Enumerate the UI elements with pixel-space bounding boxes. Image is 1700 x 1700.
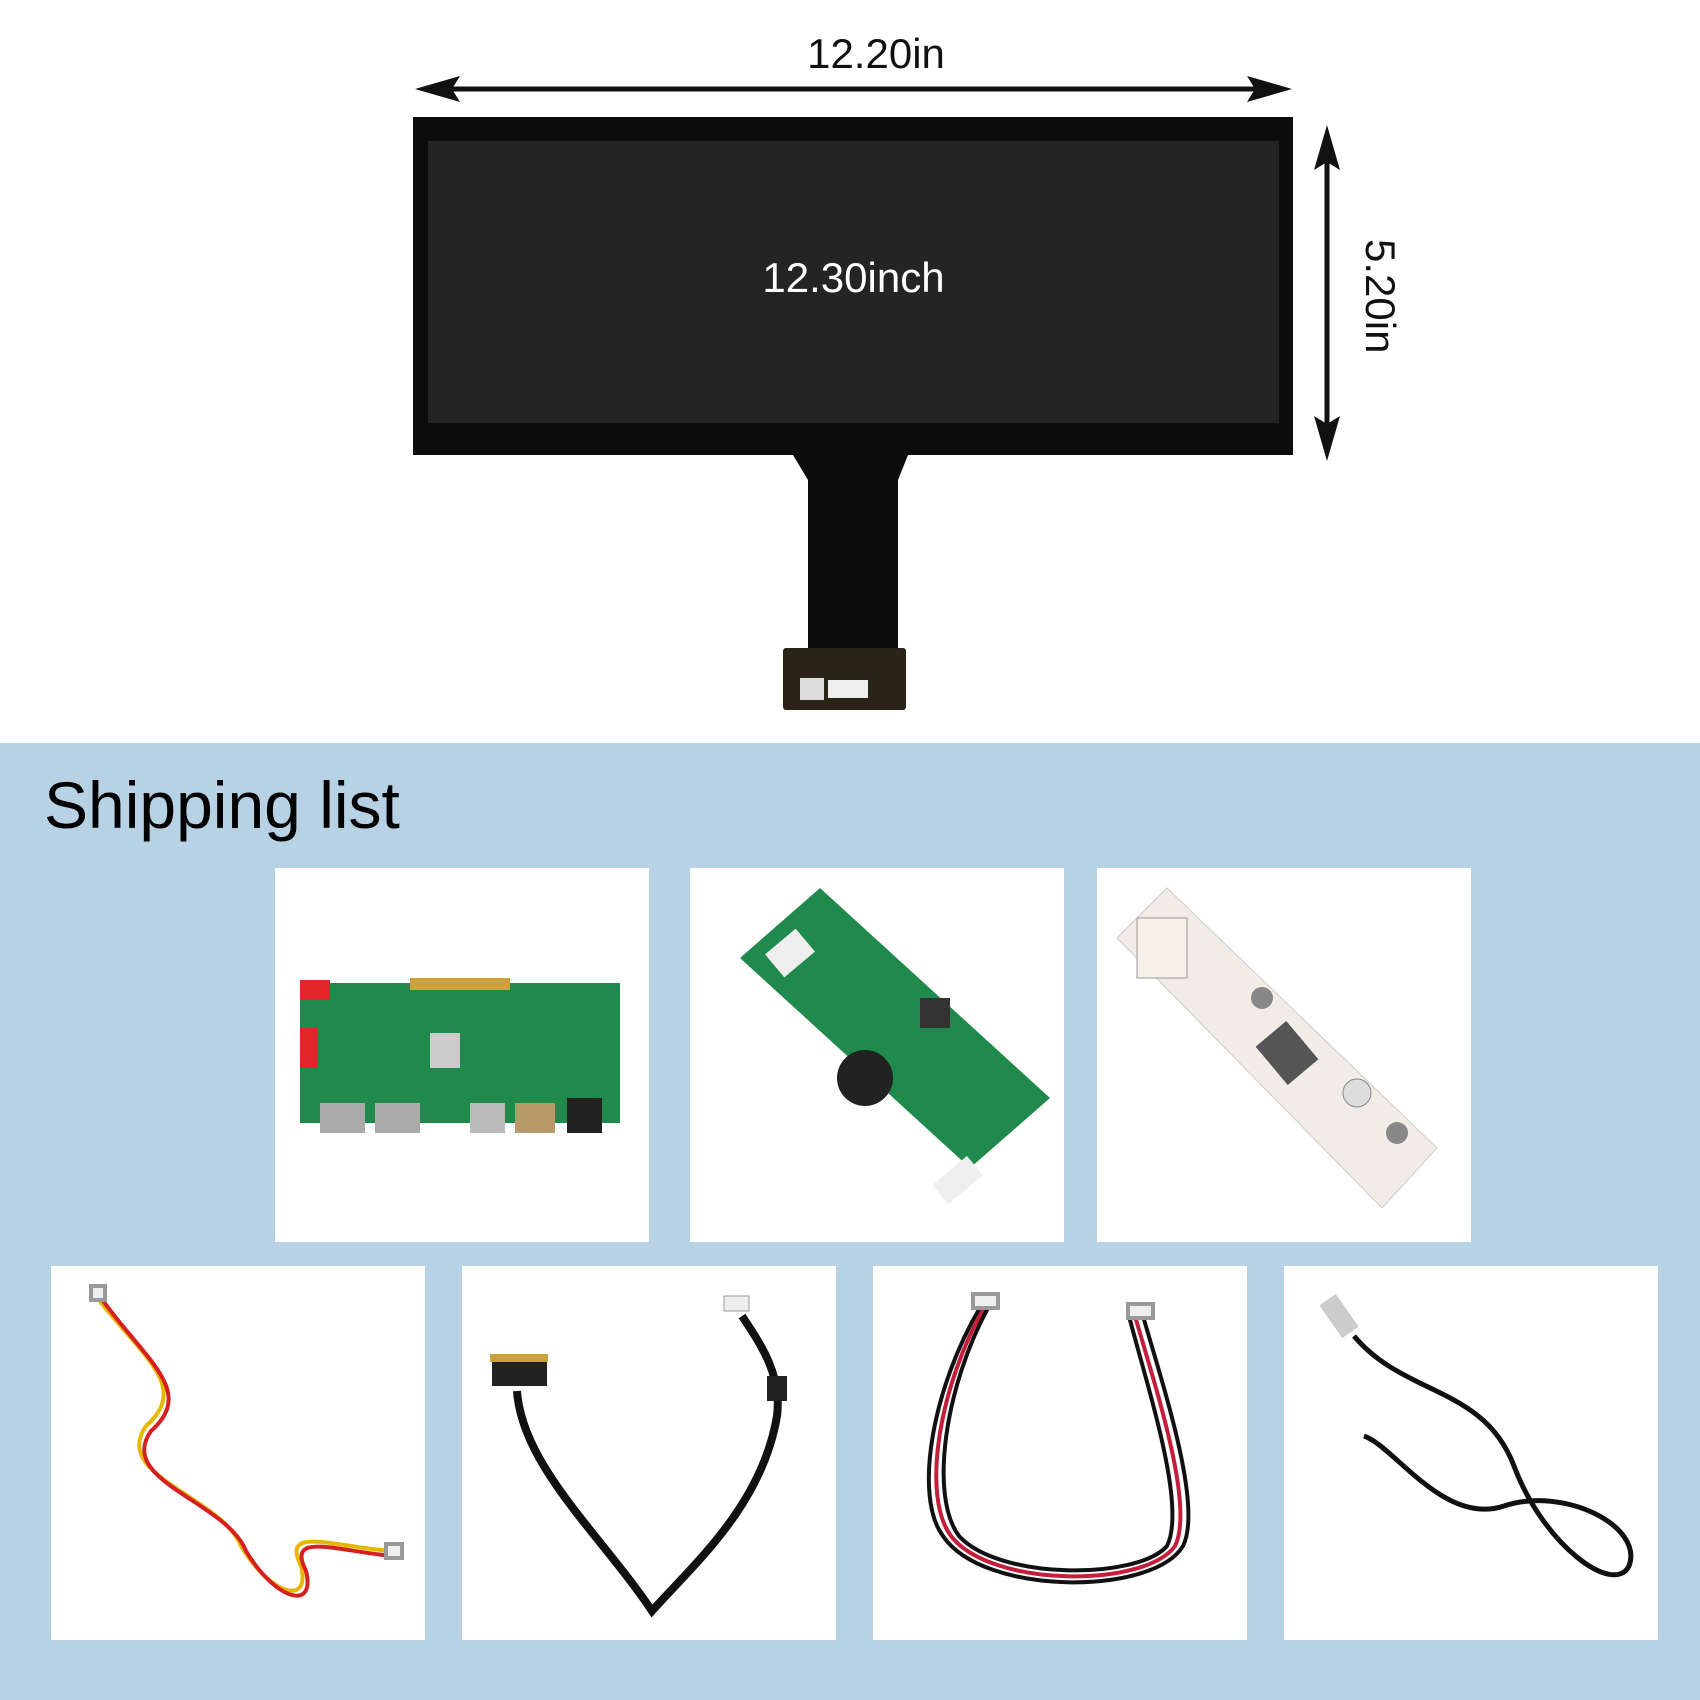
item-key-cable [873,1266,1247,1640]
height-arrow [1314,125,1340,461]
width-dimension-label: 12.20in [807,30,945,77]
power-wire-icon [89,1284,404,1598]
ir-sensor-board-icon [1116,887,1438,1209]
item-inverter-board [690,868,1064,1242]
height-dimension-label: 5.20in [1357,239,1404,354]
inverter-board-icon [740,888,1050,1205]
item-usb-cable [1284,1266,1658,1640]
lcd-screen [428,141,1279,423]
driver-board-icon [300,978,620,1133]
lcd-panel-illustration [413,76,1340,710]
shipping-list-title: Shipping list [44,768,400,842]
usb-cable-icon [1319,1293,1634,1578]
qr-label [800,678,824,700]
item-driver-board [275,868,649,1242]
item-power-wire [51,1266,425,1640]
item-lvds-cable [462,1266,836,1640]
width-arrow [415,76,1292,102]
fpc-cable [793,455,908,650]
board-sticker [828,680,868,698]
item-ir-board [1097,868,1471,1242]
key-cable-icon [926,1292,1191,1585]
lvds-cable-icon [490,1295,787,1618]
screen-size-label: 12.30inch [762,254,945,301]
